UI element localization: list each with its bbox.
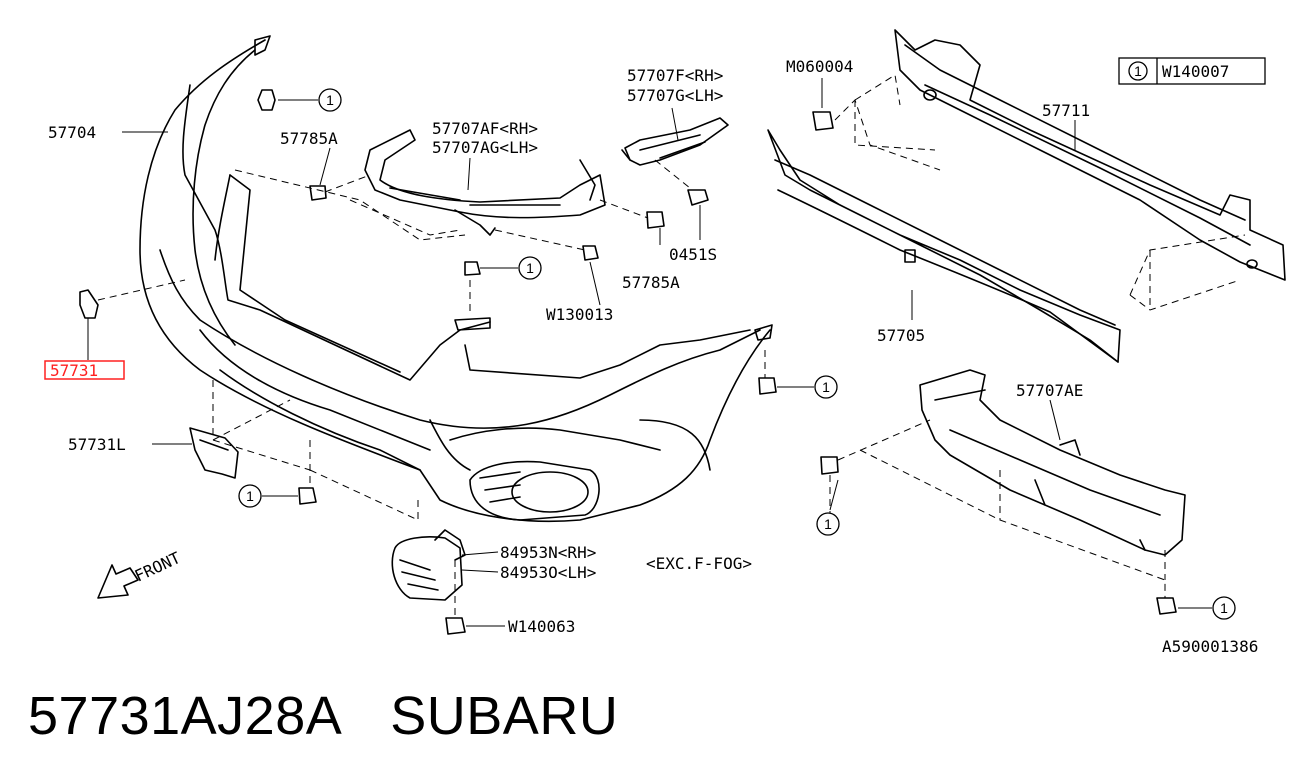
reinforcement-57711[interactable] [894,29,1286,281]
label-57707ae[interactable]: 57707AE [1016,381,1083,400]
label-57785a-bottom[interactable]: 57785A [622,273,680,292]
label-57707g[interactable]: 57707G<LH> [627,86,723,105]
callout-number: 1 [1220,600,1228,616]
label-57731[interactable]: 57731 [50,361,98,380]
caption-brand: SUBARU [390,686,619,746]
side-piece-57731l[interactable] [189,427,239,479]
front-direction-indicator: FRONT [97,548,184,599]
label-57731l[interactable]: 57731L [68,435,126,454]
lower-bracket-57707ae[interactable] [919,369,1186,556]
fog-cover-84953[interactable] [391,529,466,601]
label-84953n[interactable]: 84953N<RH> [500,543,596,562]
callout-number: 1 [246,488,254,504]
label-w130013[interactable]: W130013 [546,305,613,324]
label-84953o[interactable]: 84953O<LH> [500,563,596,582]
absorber-57705[interactable] [767,129,1121,363]
caption-part-number: 57731AJ28A [28,686,343,746]
callout-number: 1 [326,92,334,108]
label-m060004[interactable]: M060004 [786,57,853,76]
part-caption: 57731AJ28A SUBARU [28,685,666,747]
upper-bracket-57707af[interactable] [364,129,606,236]
part-labels: 57704 57785A 57707AF<RH> 57707AG<LH> 577… [48,57,1258,656]
label-57705[interactable]: 57705 [877,326,925,345]
bumper-face-57704[interactable] [139,35,773,523]
callout-number: 1 [822,379,830,395]
diagram-id: A590001386 [1162,637,1258,656]
fastener-clips [257,89,1177,635]
callout-number: 1 [824,516,832,532]
legend-number: 1 [1134,63,1142,79]
legend-box: 1 W140007 [1118,57,1266,85]
legend-part: W140007 [1162,62,1229,81]
callout-number: 1 [526,260,534,276]
label-57707ag[interactable]: 57707AG<LH> [432,138,538,157]
leader-lines [122,78,1212,627]
label-exc-f-fog: <EXC.F-FOG> [646,554,752,573]
label-57785a-top[interactable]: 57785A [280,129,338,148]
label-57711[interactable]: 57711 [1042,101,1090,120]
callout-circles: 1 1 1 1 1 1 [238,88,1236,620]
side-bracket-57707f[interactable] [621,117,729,166]
side-cover-57731[interactable] [79,289,99,360]
fog-lamp-opening [469,460,600,521]
label-57704[interactable]: 57704 [48,123,96,142]
label-w140063[interactable]: W140063 [508,617,575,636]
label-57707f[interactable]: 57707F<RH> [627,66,723,85]
label-0451s[interactable]: 0451S [669,245,717,264]
front-label: FRONT [132,548,184,586]
label-57707af[interactable]: 57707AF<RH> [432,119,538,138]
assembly-dashed-lines [97,74,1246,618]
highlighted-label-57731[interactable]: 57731 [44,360,125,380]
